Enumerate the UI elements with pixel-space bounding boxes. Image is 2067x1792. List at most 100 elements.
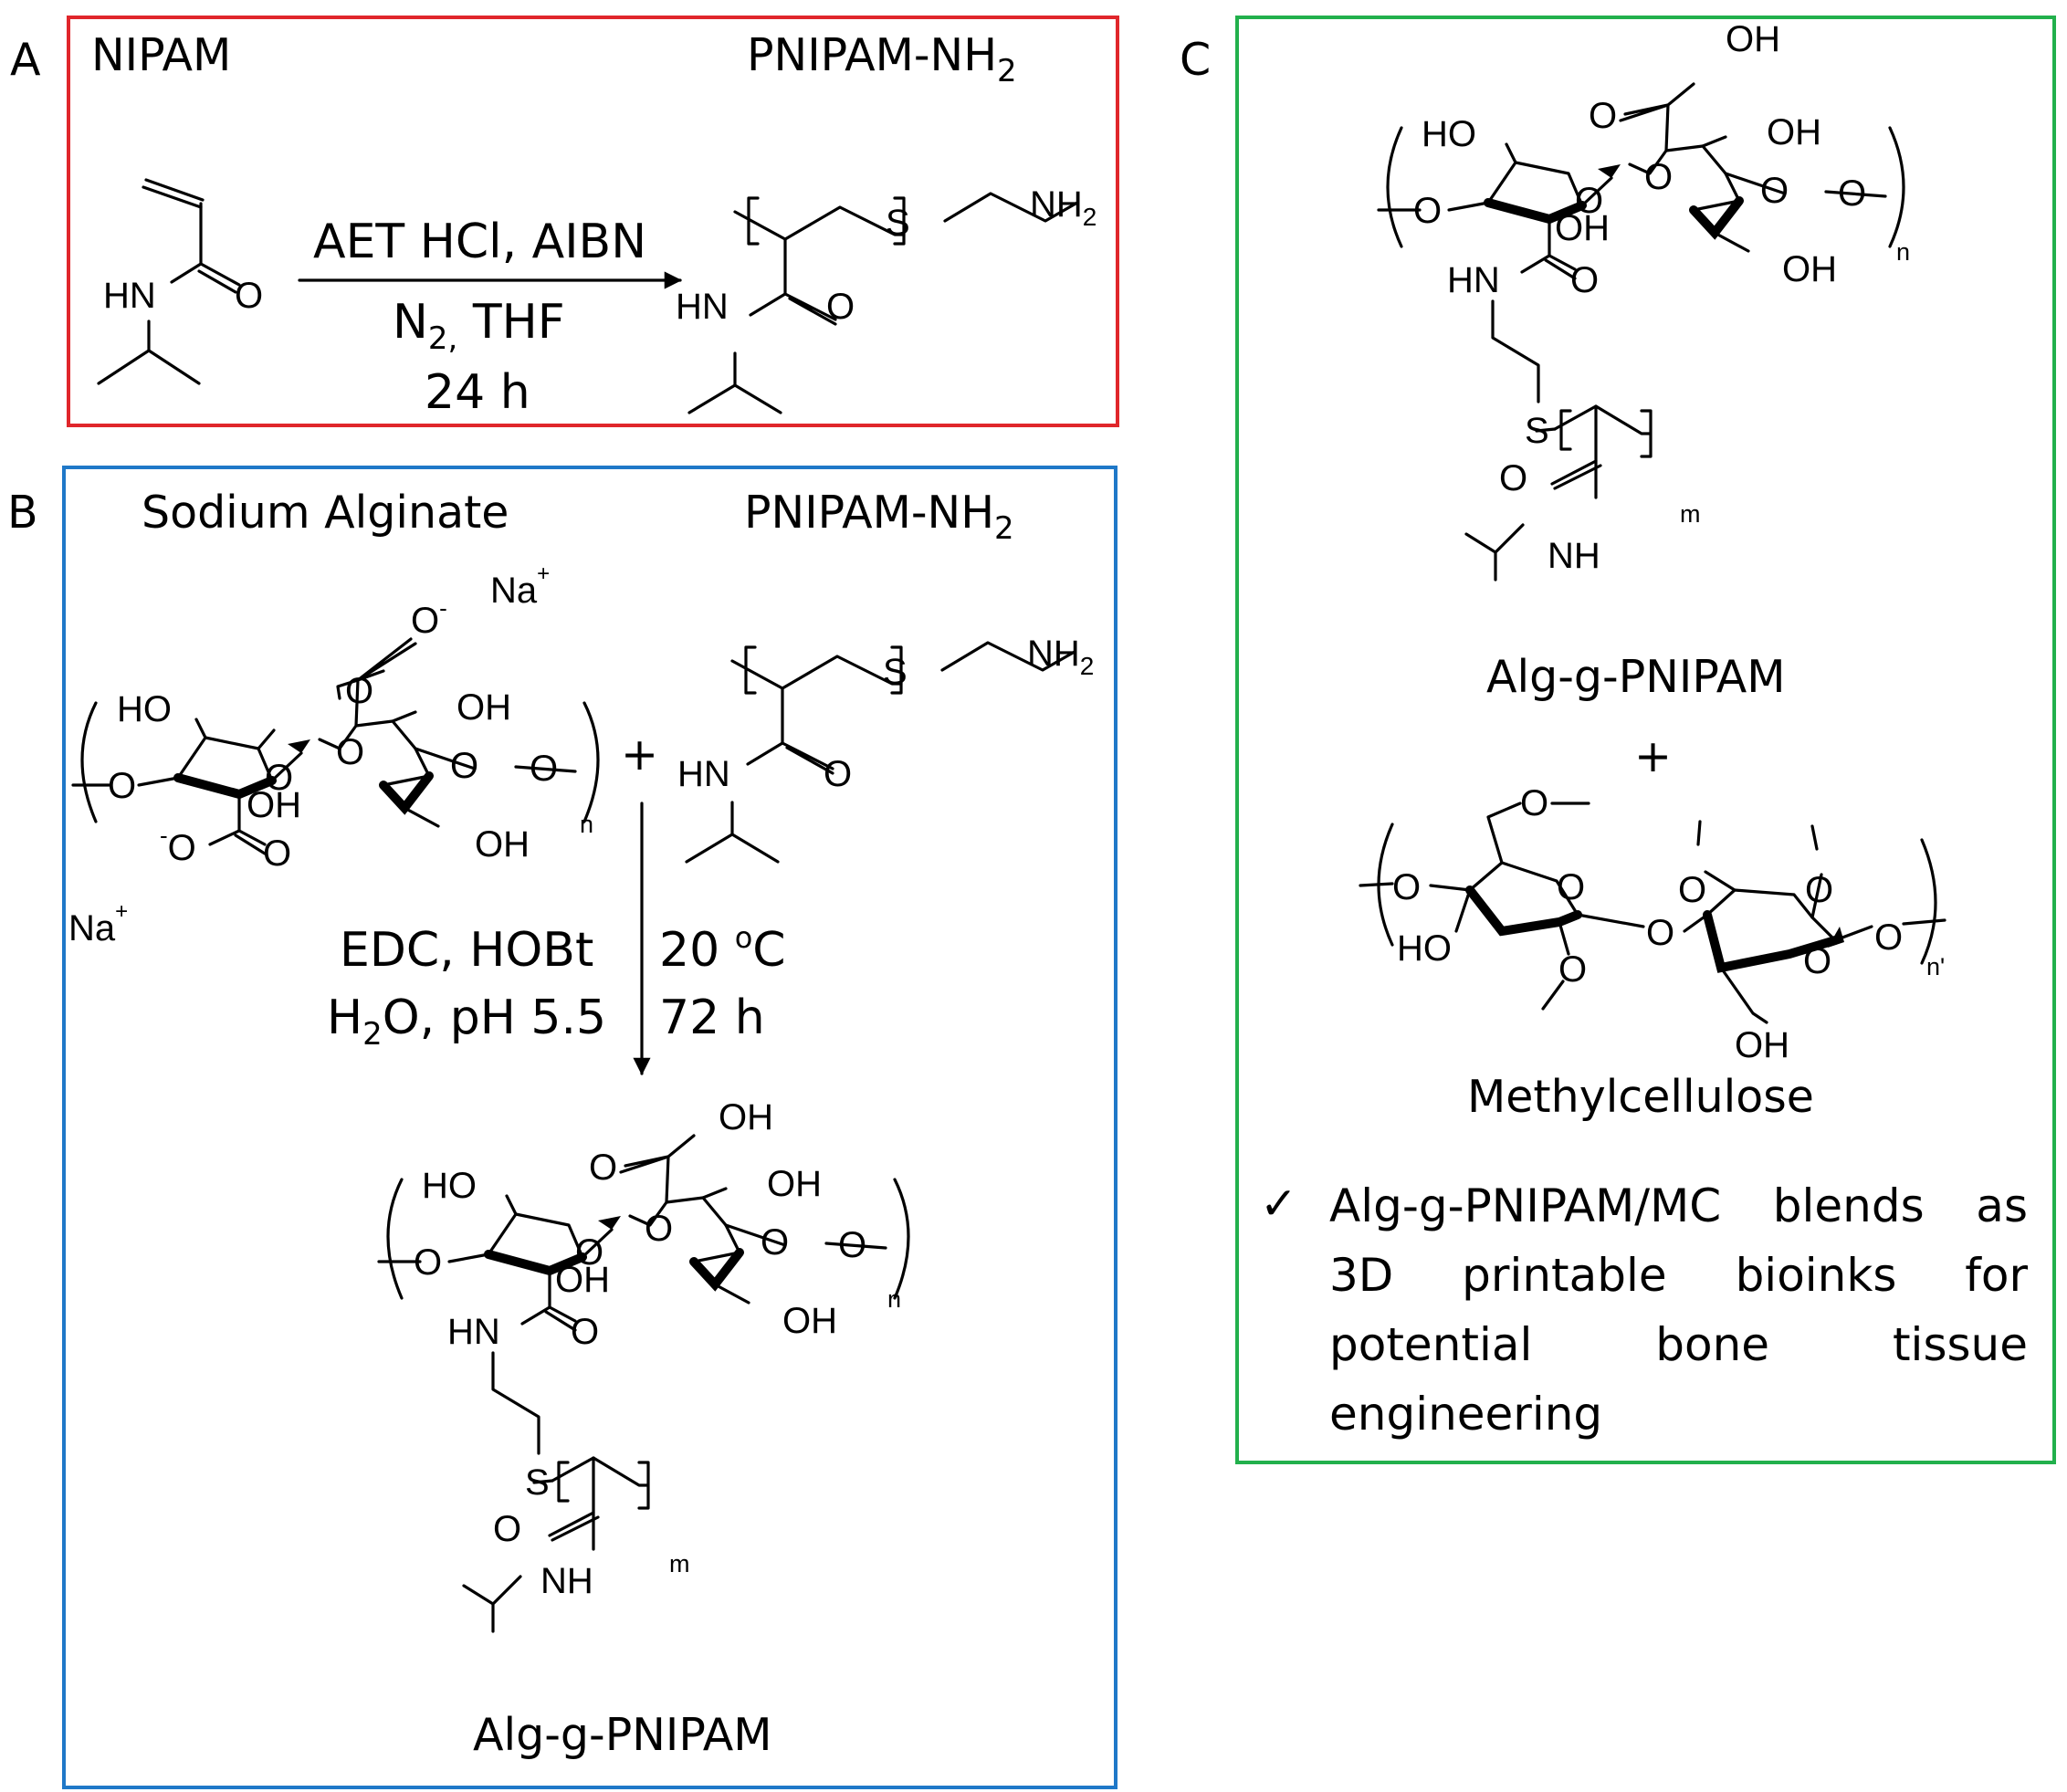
panel-a-letter: A (10, 34, 41, 86)
bullet-line-4: engineering (1329, 1388, 1603, 1441)
alg-g-pnipam-structure-c: HO O OH O HN O O O OH OH O O OH n S m O … (1377, 19, 1910, 582)
mc-o-ring2-top: O (1805, 870, 1833, 910)
alg-g-pnipam-structure-b: HO O OH O HN O O O OH OH O O OH n S m O … (377, 1097, 910, 1633)
pnipam-a-hn: HN (676, 287, 729, 327)
sodium-alginate-structure: HO O OH O -O O O O O- OH O O OH n Na+ Na… (68, 561, 600, 948)
panel-b-frame (62, 466, 1117, 1789)
plus-b: + (621, 728, 658, 781)
alg-c2-o-amide: O (1570, 260, 1599, 300)
nipam-hn: HN (103, 276, 156, 316)
alg-b-oh-ring2-bottom: OH (475, 824, 530, 865)
mc-o-2: O (1558, 949, 1587, 990)
pnipam-b-nh2: NH2 (1027, 634, 1094, 680)
mc-o-ring1: O (1557, 867, 1585, 907)
nipam-structure: HN O (97, 178, 263, 385)
alg-c1-oh: OH (555, 1260, 610, 1300)
alg-c1-o-carbonyl: O (589, 1148, 617, 1188)
conclusion-bullet: Alg-g-PNIPAM/MC blends as 3D printable b… (1329, 1171, 2028, 1449)
alg-c2-s: S (1525, 411, 1549, 451)
plus-c: + (1634, 730, 1672, 782)
alg-b-o-left: O (108, 766, 136, 806)
alg-b-o-ring2: O (450, 746, 478, 786)
alg-c1-o-pnipam: O (493, 1509, 521, 1549)
alg-c1-m: m (669, 1550, 690, 1577)
alg-b-n: n (580, 811, 593, 838)
mc-o-left: O (1392, 867, 1421, 907)
alg-c2-nh: NH (1548, 536, 1600, 576)
alg-c1-oh-ring2-bottom: OH (782, 1301, 837, 1341)
alg-c1-o-glyco: O (645, 1209, 673, 1249)
alg-c1-o-amide: O (571, 1312, 599, 1352)
alg-c2-hn: HN (1447, 260, 1500, 300)
alg-c1-hn: HN (447, 1312, 500, 1352)
bullet-line-2: 3D printable bioinks for (1329, 1249, 2028, 1302)
mc-nprime: n' (1926, 953, 1945, 980)
mc-o-6: O (1520, 783, 1548, 823)
panel-a-frame (67, 16, 1119, 427)
alg-c2-o-right: O (1838, 173, 1866, 214)
mc-oh: OH (1735, 1025, 1789, 1065)
mc-o-ring2: O (1803, 941, 1831, 981)
alg-g-pnipam-label-c: Alg-g-PNIPAM (1486, 651, 1786, 703)
alg-c1-oh-acid: OH (719, 1097, 773, 1137)
mc-o-glyco: O (1646, 913, 1674, 953)
pnipam-a-s: S (886, 203, 910, 243)
alg-b-ominus-1: -O (160, 822, 196, 868)
pnipam-nh2-label-a: PNIPAM-NH2 (747, 29, 1017, 89)
na-2: Na+ (68, 899, 128, 948)
alg-b-oh-ring1: OH (247, 785, 301, 825)
alg-c1-nh: NH (540, 1561, 593, 1601)
alg-c2-o-pnipam: O (1499, 458, 1527, 498)
na-1: Na+ (490, 561, 550, 611)
pnipam-b-o: O (824, 754, 852, 794)
panel-c-letter: C (1180, 34, 1211, 86)
alg-c2-oh-acid: OH (1726, 19, 1780, 59)
pnipam-b-hn: HN (677, 754, 730, 794)
sodium-alginate-label: Sodium Alginate (142, 487, 509, 539)
alg-b-o-right: O (530, 749, 558, 789)
alg-c2-oh-ring2-bottom: OH (1782, 249, 1837, 289)
bullet-line-3: potential bone tissue (1329, 1318, 2028, 1371)
alg-b-o-glyco: O (336, 732, 364, 772)
alg-c2-n: n (1896, 238, 1910, 266)
alg-c2-o-glyco: O (1644, 157, 1673, 197)
pnipam-nh2-label-b: PNIPAM-NH2 (744, 487, 1014, 547)
alg-c2-m: m (1680, 500, 1701, 528)
alg-c1-s: S (525, 1462, 550, 1503)
alg-c1-o-ring1: O (575, 1232, 603, 1273)
alg-c2-o-ring1: O (1575, 181, 1603, 221)
cond-b-right-1: 20 oC (659, 920, 786, 978)
check-mark-icon: ✓ (1260, 1178, 1297, 1230)
pnipam-nh2-structure-b: S NH2 HN O (677, 634, 1094, 864)
bullet-line-1: Alg-g-PNIPAM/MC blends as (1329, 1179, 2028, 1232)
alg-b-oh-ring2-top: OH (456, 687, 511, 728)
alg-g-pnipam-label-b: Alg-g-PNIPAM (473, 1709, 772, 1761)
cond-a-1: AET HCl, AIBN (313, 215, 646, 269)
cond-a-2: N2, THF (393, 295, 565, 357)
alg-c2-o-left: O (1413, 191, 1442, 231)
mc-o-3: O (1678, 870, 1706, 910)
cond-b-right-2: 72 h (659, 990, 765, 1045)
alg-c1-oh-ring2-top: OH (767, 1164, 822, 1204)
mc-o-right: O (1874, 917, 1903, 958)
alg-c1-ho: HO (422, 1166, 477, 1206)
panel-b-letter: B (7, 487, 38, 539)
alg-c2-o-ring2: O (1760, 171, 1789, 211)
nipam-label: NIPAM (91, 29, 231, 81)
alg-b-ominus-2: O- (411, 594, 447, 641)
panel-c-frame (1235, 16, 2056, 1464)
alg-c1-n: n (887, 1285, 901, 1313)
alg-c1-o-right: O (838, 1225, 866, 1265)
alg-b-ho: HO (117, 689, 172, 729)
alg-c2-oh-ring2-top: OH (1767, 112, 1821, 152)
alg-c2-ho: HO (1422, 114, 1476, 154)
pnipam-a-o: O (826, 287, 855, 327)
pnipam-b-s: S (883, 652, 908, 692)
pnipam-a-nh2: NH2 (1030, 184, 1096, 231)
pnipam-nh2-structure-a: S NH2 HN O (676, 184, 1096, 414)
alg-b-o-ring1: O (265, 758, 293, 798)
nipam-o: O (235, 276, 263, 316)
cond-b-left-2: H2O, pH 5.5 (327, 990, 606, 1053)
